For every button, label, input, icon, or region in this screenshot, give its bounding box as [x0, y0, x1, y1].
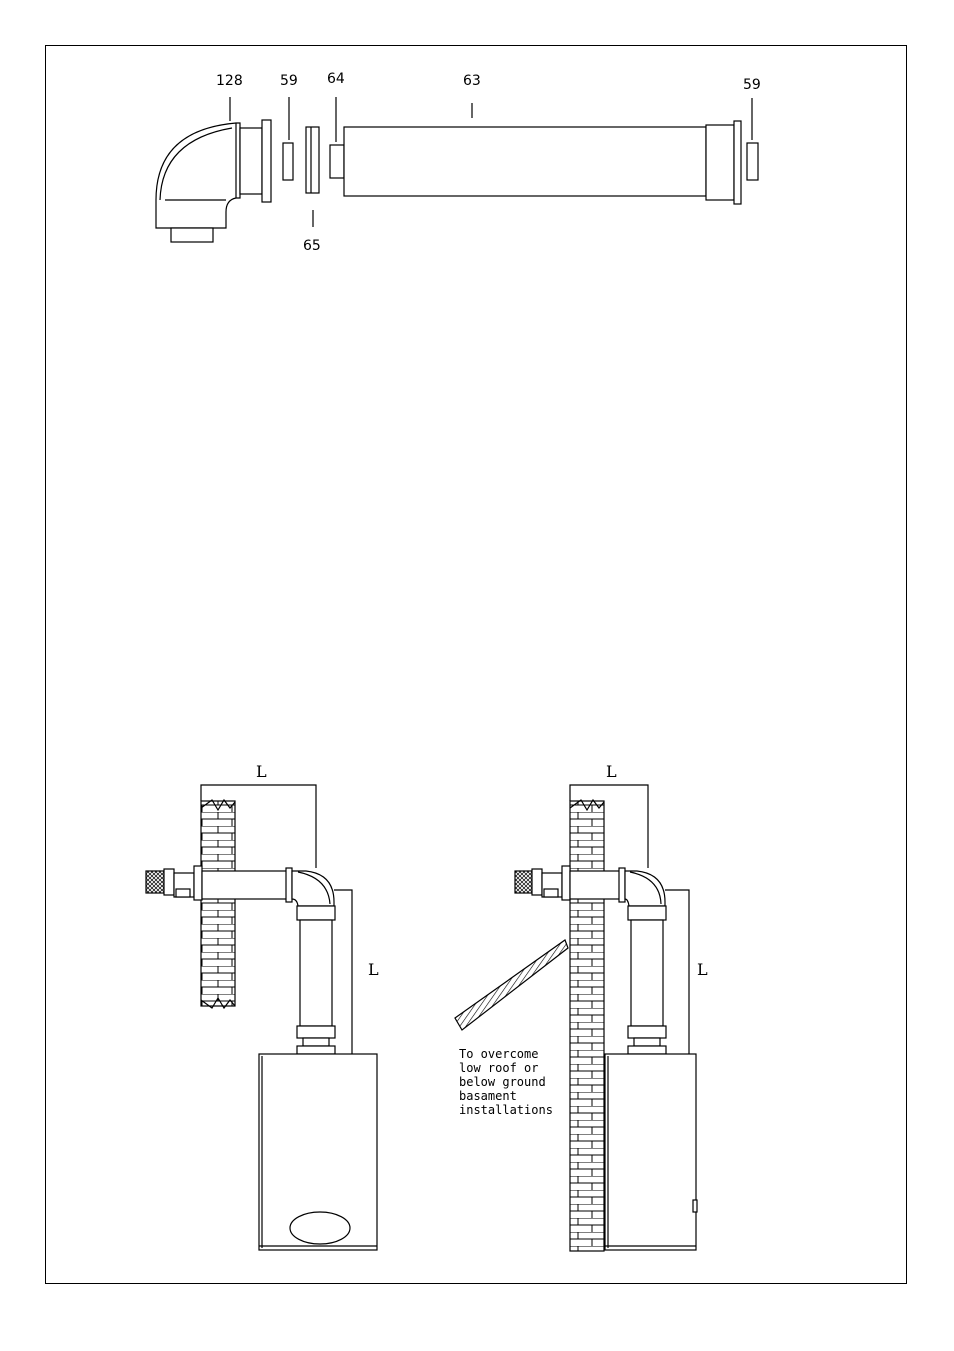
dim-label-horizontal: L — [256, 762, 267, 781]
label-adapter: 64 — [327, 71, 345, 87]
flue-terminal — [145, 870, 165, 894]
exploded-parts-view: 128 59 64 63 59 65 — [155, 71, 761, 254]
note-line-4: basament — [459, 1089, 517, 1103]
seal-right-part — [746, 142, 759, 181]
label-elbow: 128 — [216, 73, 243, 89]
seal-left-part — [282, 142, 294, 181]
label-seal-left: 59 — [280, 73, 298, 89]
dimension-line-horizontal — [569, 784, 649, 868]
dim-label-vertical: L — [697, 960, 708, 979]
note-line-1: To overcome — [459, 1047, 538, 1061]
elbow-part — [155, 119, 272, 243]
note-line-3: below ground — [459, 1075, 546, 1089]
installation-left: L L — [145, 762, 379, 1251]
label-seal-right: 59 — [743, 77, 761, 93]
flue-terminal — [514, 870, 533, 894]
elbow — [624, 870, 666, 907]
dimension-line-vertical — [334, 889, 353, 1054]
elbow — [291, 870, 335, 907]
installation-right: L L To overcome low roof or below ground… — [454, 762, 708, 1252]
horizontal-pipe — [569, 870, 621, 900]
dim-label-vertical: L — [368, 960, 379, 979]
label-pipe: 63 — [463, 73, 481, 89]
note-line-5: installations — [459, 1103, 553, 1117]
boiler — [604, 1053, 697, 1251]
adapter-part — [329, 144, 345, 179]
low-roof — [454, 939, 569, 1031]
boiler-window — [289, 1211, 351, 1245]
label-plate: 65 — [303, 238, 321, 254]
page-frame — [45, 45, 907, 1284]
dimension-line-vertical — [665, 889, 690, 1054]
brick-wall — [569, 800, 605, 1252]
dim-label-horizontal: L — [606, 762, 617, 781]
plate-part — [305, 126, 320, 194]
brick-wall — [200, 800, 236, 1007]
dimension-line-horizontal — [200, 784, 317, 868]
horizontal-pipe — [201, 870, 289, 900]
pipe-part — [343, 120, 742, 205]
note-line-2: low roof or — [459, 1061, 538, 1075]
